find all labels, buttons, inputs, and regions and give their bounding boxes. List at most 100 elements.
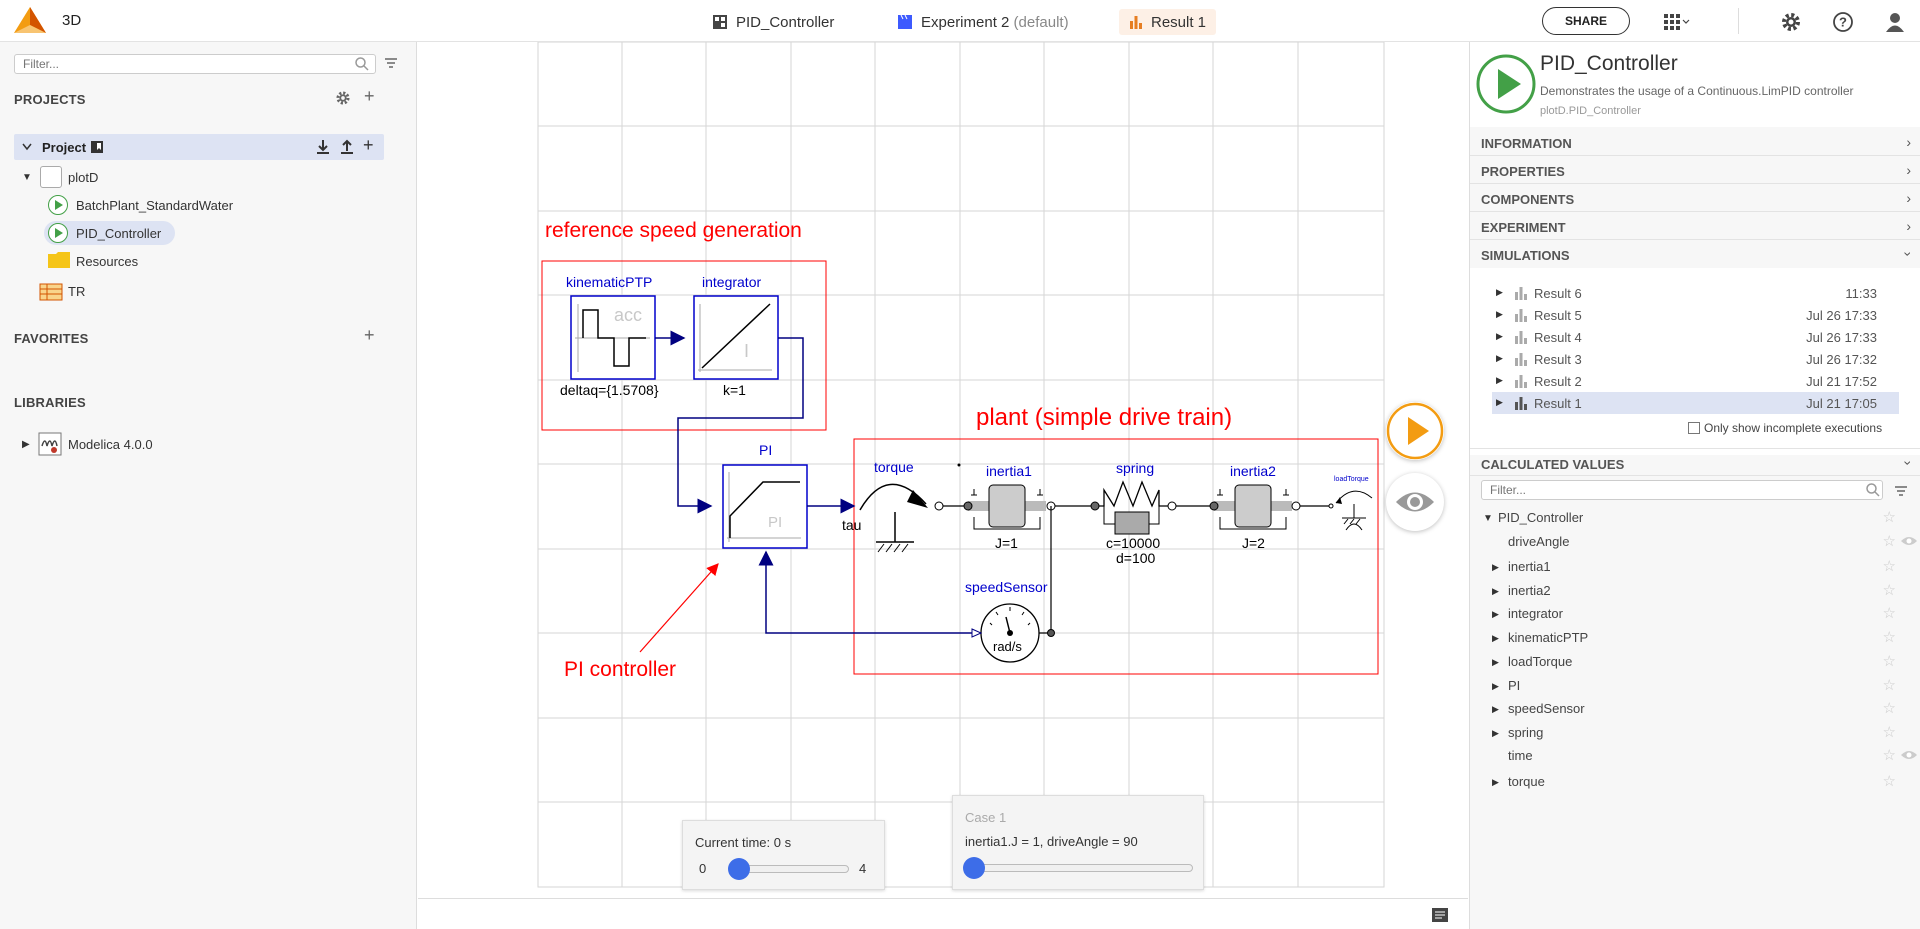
time-slider-knob[interactable] [728, 858, 750, 880]
star-icon[interactable]: ☆ [1882, 605, 1896, 622]
apps-grid-icon[interactable] [1664, 10, 1694, 34]
torque-block[interactable]: torque tau [842, 459, 944, 553]
tree-item-batchplant[interactable]: BatchPlant_StandardWater [76, 198, 234, 213]
calc-item[interactable]: inertia1 [1508, 559, 1551, 574]
expand-caret-icon[interactable]: ▶ [1492, 633, 1499, 643]
expand-caret-icon[interactable]: ▶ [1496, 397, 1503, 407]
expand-caret-icon[interactable]: ▶ [1492, 609, 1499, 619]
expand-caret-icon[interactable]: ▶ [1492, 681, 1499, 691]
incomplete-checkbox[interactable] [1688, 422, 1700, 434]
calc-item[interactable]: loadTorque [1508, 654, 1573, 669]
calc-item[interactable]: torque [1508, 774, 1545, 789]
speed-sensor-block[interactable]: speedSensor rad/s [965, 579, 1048, 663]
user-avatar-icon[interactable] [1883, 10, 1907, 34]
calc-root[interactable]: PID_Controller [1498, 510, 1584, 525]
calc-item[interactable]: driveAngle [1508, 534, 1570, 549]
experiment-section[interactable]: EXPERIMENT› [1470, 212, 1920, 240]
tab-model[interactable]: PID_Controller [702, 9, 844, 35]
kinematic-ptp-block[interactable]: kinematicPTP acc deltaq={1.5708} [560, 274, 659, 398]
case-slider-knob[interactable] [963, 857, 985, 879]
calc-item[interactable]: kinematicPTP [1508, 630, 1589, 645]
star-icon[interactable]: ☆ [1882, 653, 1896, 670]
star-icon[interactable]: ☆ [1882, 700, 1896, 717]
visibility-toggle-button[interactable] [1386, 473, 1444, 531]
calc-item[interactable]: spring [1508, 725, 1544, 740]
app-logo-icon[interactable] [12, 5, 48, 35]
star-icon[interactable]: ☆ [1882, 582, 1896, 599]
star-icon[interactable]: ☆ [1882, 629, 1896, 646]
download-icon[interactable] [316, 139, 330, 155]
spring-block[interactable]: spring c=10000 d=100 [1090, 460, 1177, 566]
tree-root[interactable]: plotD [68, 170, 99, 185]
components-section[interactable]: COMPONENTS› [1470, 184, 1920, 212]
diagram-svg[interactable]: reference speed generation plant (simple… [418, 42, 1468, 898]
help-icon[interactable]: ? [1831, 10, 1855, 34]
expand-caret-icon[interactable]: ▶ [1496, 353, 1503, 363]
calc-item[interactable]: PI [1508, 678, 1521, 693]
inertia1-block[interactable]: inertia1 J=1 [963, 463, 1056, 551]
add-item-icon[interactable]: + [363, 135, 374, 155]
inertia2-block[interactable]: inertia2 J=2 [1209, 463, 1301, 551]
case-slider-track[interactable] [973, 864, 1193, 872]
add-project-icon[interactable]: + [364, 86, 375, 106]
library-modelica[interactable]: Modelica 4.0.0 [68, 437, 153, 452]
upload-icon[interactable] [340, 139, 354, 155]
star-icon[interactable]: ☆ [1882, 533, 1896, 550]
calc-item[interactable]: integrator [1508, 606, 1563, 621]
star-icon[interactable]: ☆ [1882, 558, 1896, 575]
tree-item-tr[interactable]: TR [68, 284, 86, 299]
calc-root-caret-icon[interactable]: ▼ [1483, 513, 1493, 524]
star-icon[interactable]: ☆ [1882, 747, 1896, 764]
expand-caret-icon[interactable]: ▶ [1496, 331, 1503, 341]
share-button[interactable]: SHARE [1542, 7, 1630, 35]
filter-options-icon[interactable] [384, 56, 398, 70]
star-icon[interactable]: ☆ [1882, 677, 1896, 694]
model-play-icon[interactable] [1476, 54, 1536, 114]
tree-item-resources[interactable]: Resources [76, 254, 139, 269]
calculated-filter-input[interactable] [1481, 480, 1883, 500]
integrator-block[interactable]: integrator I k=1 [693, 274, 779, 398]
expand-caret-icon[interactable]: ▶ [1492, 777, 1499, 787]
tab-result[interactable]: Result 1 [1119, 9, 1217, 35]
expand-caret-icon[interactable]: ▶ [1492, 657, 1499, 667]
calc-item[interactable]: time [1508, 748, 1533, 763]
simulations-section[interactable]: SIMULATIONS› [1470, 240, 1920, 268]
star-icon[interactable]: ☆ [1882, 773, 1896, 790]
diagram-canvas[interactable]: reference speed generation plant (simple… [418, 42, 1468, 898]
properties-section[interactable]: PROPERTIES› [1470, 156, 1920, 184]
projects-settings-icon[interactable] [335, 90, 351, 106]
information-section[interactable]: INFORMATION› [1470, 128, 1920, 156]
eye-icon[interactable] [1900, 535, 1918, 550]
tree-item-pid-controller[interactable]: PID_Controller [76, 226, 162, 241]
expand-caret-icon[interactable]: ▶ [1496, 287, 1503, 297]
expand-caret-icon[interactable]: ▶ [1496, 375, 1503, 385]
eye-icon[interactable] [1900, 749, 1918, 764]
load-torque-block[interactable]: loadTorque [1328, 476, 1373, 531]
project-filter-input[interactable] [14, 54, 376, 74]
run-simulation-button[interactable] [1386, 402, 1444, 460]
expand-caret-icon[interactable]: ▶ [1492, 562, 1499, 572]
tab-experiment[interactable]: Experiment 2 (default) [887, 9, 1079, 35]
calc-item[interactable]: speedSensor [1508, 701, 1585, 716]
notes-icon[interactable] [1432, 908, 1448, 922]
expand-caret-icon[interactable]: ▶ [1492, 704, 1499, 714]
project-row[interactable]: Project + [14, 134, 384, 160]
gear-icon[interactable] [1779, 10, 1803, 34]
calc-item[interactable]: inertia2 [1508, 583, 1551, 598]
tree-caret-icon[interactable]: ▼ [22, 172, 32, 183]
star-icon[interactable]: ☆ [1882, 724, 1896, 741]
filter-options-icon[interactable] [1894, 484, 1908, 498]
add-favorite-icon[interactable]: + [364, 325, 375, 345]
library-caret-icon[interactable]: ▶ [22, 439, 30, 450]
pi-block[interactable]: PI PI [722, 442, 808, 549]
expand-caret-icon[interactable]: ▶ [1492, 728, 1499, 738]
star-icon[interactable]: ☆ [1882, 509, 1896, 526]
calculated-values-section[interactable]: CALCULATED VALUES› [1470, 448, 1920, 476]
expand-caret-icon[interactable]: ▶ [1496, 309, 1503, 319]
